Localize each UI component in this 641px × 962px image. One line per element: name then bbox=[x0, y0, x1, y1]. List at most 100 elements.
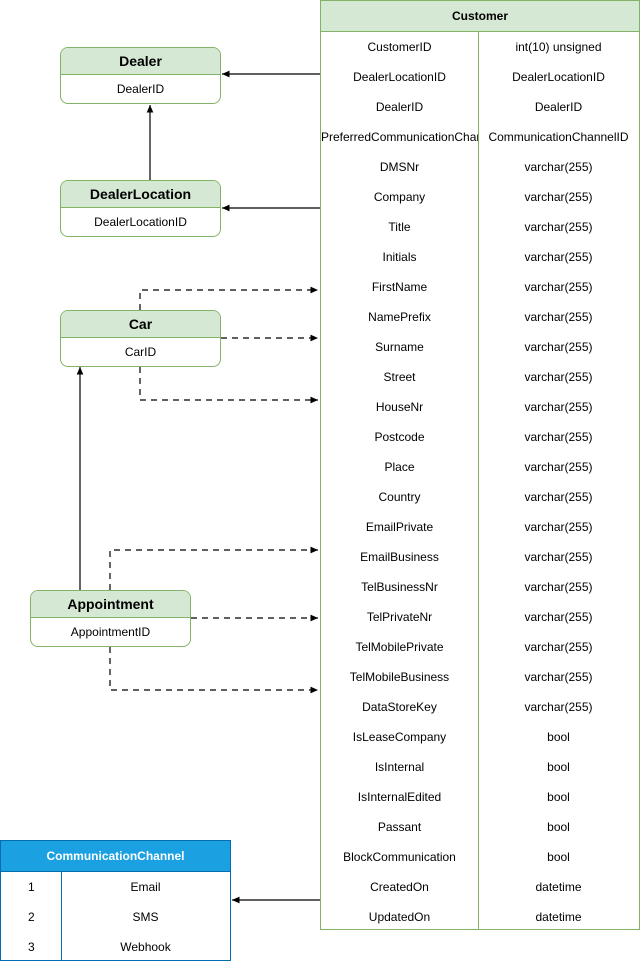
customer-field-row: TelPrivateNr varchar(255) bbox=[321, 602, 639, 632]
customer-field-name: EmailBusiness bbox=[360, 550, 439, 564]
customer-field-row: IsLeaseCompany bool bbox=[321, 722, 639, 752]
customer-field-name: CreatedOn bbox=[370, 880, 429, 894]
customer-field-type: DealerLocationID bbox=[512, 70, 605, 84]
customer-field-type: varchar(255) bbox=[524, 430, 593, 444]
appointment-entity[interactable]: Appointment AppointmentID bbox=[30, 590, 191, 647]
customer-field-row: CreatedOn datetime bbox=[321, 872, 639, 902]
customer-field-row: EmailBusiness varchar(255) bbox=[321, 542, 639, 572]
communicationchannel-table-divider bbox=[61, 871, 62, 960]
car-entity[interactable]: Car CarID bbox=[60, 310, 221, 367]
dealerlocation-entity-title: DealerLocation bbox=[61, 181, 220, 208]
customer-field-name: FirstName bbox=[371, 280, 428, 294]
customer-field-type: varchar(255) bbox=[524, 610, 593, 624]
customer-field-name: IsInternalEdited bbox=[357, 790, 442, 804]
customer-field-name: DataStoreKey bbox=[362, 700, 437, 714]
customer-field-type: varchar(255) bbox=[524, 550, 593, 564]
customer-field-type: varchar(255) bbox=[524, 340, 593, 354]
car-entity-title: Car bbox=[61, 311, 220, 338]
customer-field-name: Company bbox=[373, 190, 426, 204]
customer-field-type: varchar(255) bbox=[524, 400, 593, 414]
customer-field-row: HouseNr varchar(255) bbox=[321, 392, 639, 422]
appointment-entity-title: Appointment bbox=[31, 591, 190, 618]
communicationchannel-id: 1 bbox=[28, 880, 35, 894]
customer-field-row: IsInternalEdited bool bbox=[321, 782, 639, 812]
customer-field-name: IsInternal bbox=[374, 760, 425, 774]
dealer-entity-key: DealerID bbox=[116, 82, 165, 96]
customer-field-type: bool bbox=[547, 790, 570, 804]
customer-field-name: TelMobilePrivate bbox=[355, 640, 444, 654]
customer-field-name: BlockCommunication bbox=[343, 850, 456, 864]
customer-field-name: Passant bbox=[377, 820, 422, 834]
customer-field-type: varchar(255) bbox=[524, 250, 593, 264]
customer-field-row: Initials varchar(255) bbox=[321, 242, 639, 272]
customer-field-type: varchar(255) bbox=[524, 190, 593, 204]
customer-field-name: PreferredCommunicationChannelID bbox=[321, 130, 478, 144]
customer-field-name: HouseNr bbox=[375, 400, 424, 414]
customer-field-type: datetime bbox=[535, 910, 582, 924]
customer-field-row: TelBusinessNr varchar(255) bbox=[321, 572, 639, 602]
customer-field-row: NamePrefix varchar(255) bbox=[321, 302, 639, 332]
customer-field-name: Title bbox=[388, 220, 411, 234]
customer-field-row: IsInternal bool bbox=[321, 752, 639, 782]
customer-field-name: IsLeaseCompany bbox=[352, 730, 447, 744]
customer-field-type: int(10) unsigned bbox=[515, 40, 602, 54]
customer-field-type: varchar(255) bbox=[524, 310, 593, 324]
customer-field-name: Place bbox=[384, 460, 415, 474]
customer-field-type: DealerID bbox=[534, 100, 583, 114]
customer-field-name: TelBusinessNr bbox=[361, 580, 438, 594]
appointment-to-customer-datastorekey-connector bbox=[109, 647, 318, 694]
customer-field-type: datetime bbox=[535, 880, 582, 894]
appointment-entity-key: AppointmentID bbox=[70, 625, 151, 639]
customer-field-name: TelMobileBusiness bbox=[349, 670, 450, 684]
customer-field-type: varchar(255) bbox=[524, 460, 593, 474]
customer-field-row: DMSNr varchar(255) bbox=[321, 152, 639, 182]
customer-field-row: PreferredCommunicationChannelIDCommunica… bbox=[321, 122, 639, 152]
customer-field-type: varchar(255) bbox=[524, 670, 593, 684]
communicationchannel-table-title: CommunicationChannel bbox=[1, 841, 230, 872]
customer-field-type: varchar(255) bbox=[524, 160, 593, 174]
customer-field-row: BlockCommunication bool bbox=[321, 842, 639, 872]
customer-field-name: Surname bbox=[375, 340, 424, 354]
customer-field-row: TelMobileBusiness varchar(255) bbox=[321, 662, 639, 692]
customer-field-name: Country bbox=[378, 490, 421, 504]
car-entity-key: CarID bbox=[124, 345, 157, 359]
customer-field-type: bool bbox=[547, 730, 570, 744]
customer-field-type: varchar(255) bbox=[524, 520, 593, 534]
customer-field-row: Street varchar(255) bbox=[321, 362, 639, 392]
customer-field-name: Initials bbox=[382, 250, 417, 264]
customer-field-type: bool bbox=[547, 760, 570, 774]
customer-field-name: TelPrivateNr bbox=[366, 610, 433, 624]
customer-field-name: NamePrefix bbox=[368, 310, 431, 324]
customer-field-name: Street bbox=[383, 370, 416, 384]
customer-field-type: varchar(255) bbox=[524, 580, 593, 594]
customer-field-type: bool bbox=[547, 850, 570, 864]
dealer-entity[interactable]: Dealer DealerID bbox=[60, 47, 221, 104]
communicationchannel-row: 1 Email bbox=[1, 872, 230, 902]
communicationchannel-id: 2 bbox=[28, 910, 35, 924]
dealerlocation-entity[interactable]: DealerLocation DealerLocationID bbox=[60, 180, 221, 237]
customer-field-type: bool bbox=[547, 820, 570, 834]
customer-field-name: UpdatedOn bbox=[368, 910, 431, 924]
customer-field-name: DMSNr bbox=[379, 160, 420, 174]
communicationchannel-name: Email bbox=[130, 880, 161, 894]
customer-field-row: Place varchar(255) bbox=[321, 452, 639, 482]
communicationchannel-name: Webhook bbox=[120, 940, 171, 954]
car-to-customer-housenr-connector bbox=[139, 367, 318, 404]
customer-field-type: varchar(255) bbox=[524, 370, 593, 384]
customer-field-row: UpdatedOn datetime bbox=[321, 902, 639, 932]
appointment-to-customer-emailbusiness-connector bbox=[109, 546, 318, 590]
